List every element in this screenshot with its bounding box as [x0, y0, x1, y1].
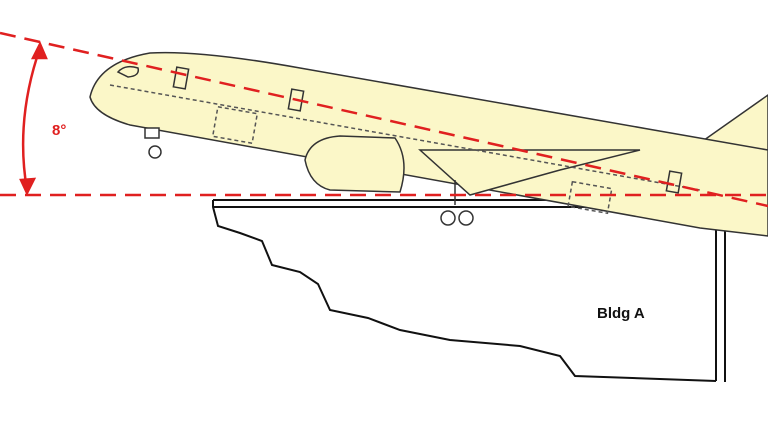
nose-gear — [144, 127, 162, 159]
aircraft-axis-line — [0, 31, 768, 208]
aircraft — [89, 51, 768, 237]
arrow-up-icon — [30, 41, 48, 60]
arrow-down-icon — [19, 177, 37, 196]
cockpit-window — [116, 65, 140, 78]
building — [212, 199, 726, 382]
building-label: Bldg A — [597, 305, 645, 322]
angle-arc — [19, 41, 48, 196]
fuselage — [89, 51, 768, 237]
main-gear — [440, 180, 474, 226]
wing — [418, 149, 641, 196]
reference-lines — [0, 31, 768, 208]
engine — [304, 135, 405, 193]
angle-label: 8° — [52, 122, 66, 139]
